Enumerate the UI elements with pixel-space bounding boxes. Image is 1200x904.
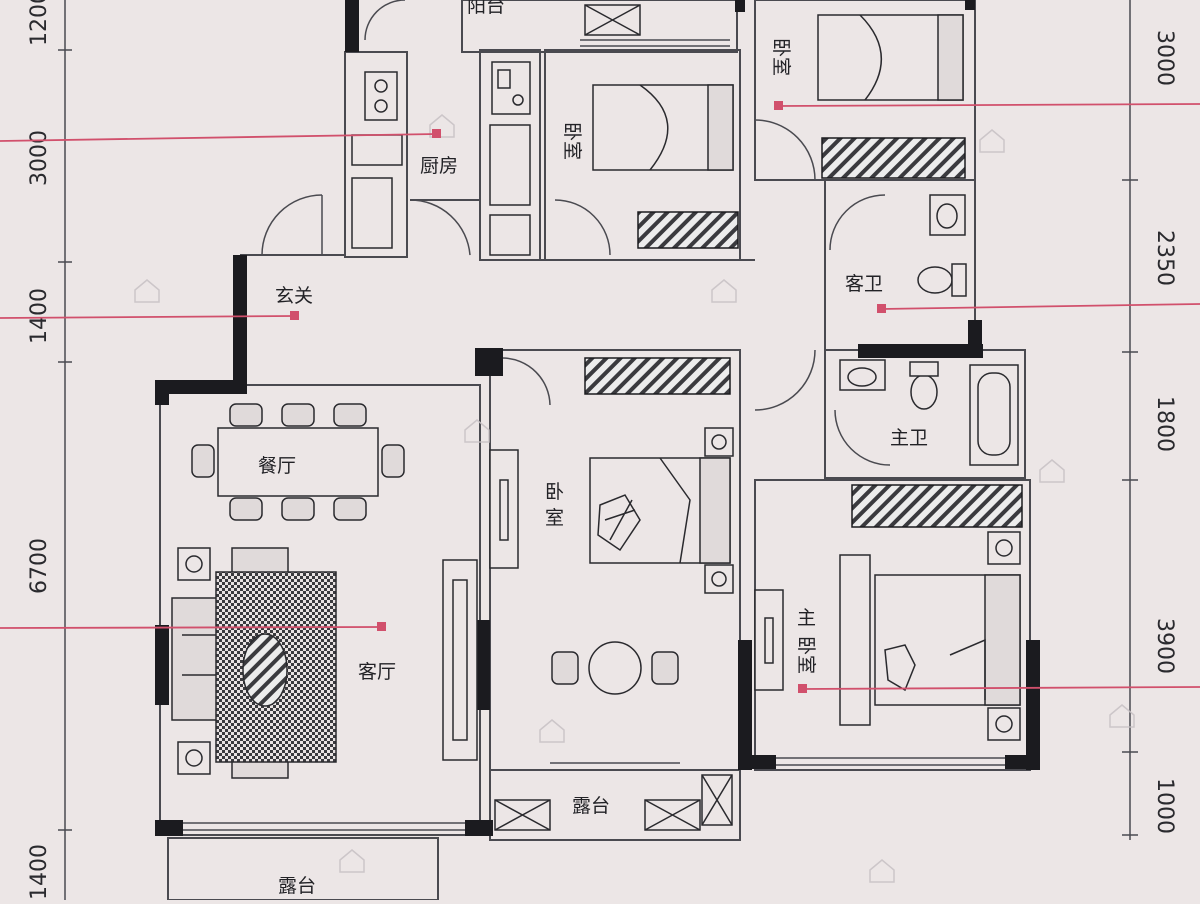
bed-pattern: [597, 494, 916, 692]
room-label-master-bed-2: 卧室: [795, 636, 817, 674]
toilet-icon: [909, 263, 967, 410]
bed-icon: [589, 14, 1021, 706]
round-table-icon: [588, 641, 642, 695]
coffee-table-icon: [242, 633, 288, 707]
right-dimension-labels: 3000 2350 1800 3900 1000: [1152, 30, 1177, 834]
dim-right-4: 3900: [1152, 618, 1177, 674]
nightstand-icon: [177, 427, 1021, 775]
right-dimension-line: [1122, 0, 1138, 840]
dim-left-2: 3000: [27, 130, 52, 186]
room-label-bedroom-northeast: 卧室: [770, 38, 792, 76]
dim-right-2: 2350: [1152, 230, 1177, 286]
bathtub-icon: [969, 364, 1019, 466]
tv-cabinet-icon: [442, 449, 871, 761]
room-label-balcony-top: 阳台: [467, 0, 505, 17]
room-label-master-bath: 主卫: [890, 427, 928, 449]
dim-left-1: 1200: [27, 0, 52, 46]
dim-right-1: 3000: [1152, 30, 1177, 86]
room-label-guest-bath: 客卫: [845, 273, 883, 295]
table-icon: [217, 427, 379, 497]
chair-icon: [191, 403, 679, 685]
sink-icon: [489, 61, 966, 391]
room-label-terrace-bottom: 露台: [278, 875, 316, 897]
windows: [183, 39, 1005, 831]
marker-lines: [0, 101, 1200, 693]
room-label-master-bed-1: 主: [797, 607, 816, 629]
room-label-terrace-center: 露台: [572, 795, 610, 817]
left-dimension-line: [58, 0, 72, 900]
door-swing-icon: [261, 0, 891, 466]
room-label-bedroom-north: 卧室: [561, 122, 583, 160]
stove-icon: [351, 71, 403, 249]
room-labels: 阳台 厨房 卧室 卧室 玄关 客卫 餐厅 卧 室 主卫 客厅 主 卧室 露台 露…: [258, 0, 928, 897]
room-label-bedroom-center-1: 卧: [545, 481, 564, 503]
dim-right-5: 1000: [1152, 778, 1177, 834]
room-label-living: 客厅: [358, 661, 396, 683]
watermark-icon: [134, 114, 1135, 883]
dim-right-3: 1800: [1152, 396, 1177, 452]
wall-outlines: [159, 0, 1031, 901]
room-label-dining: 餐厅: [258, 455, 296, 477]
thick-walls: [155, 0, 1040, 836]
dim-left-4: 6700: [27, 538, 52, 594]
room-label-bedroom-center-2: 室: [545, 507, 564, 529]
dim-left-5: 1400: [27, 844, 52, 900]
dim-left-3: 1400: [27, 288, 52, 344]
room-label-kitchen: 厨房: [420, 155, 458, 177]
room-label-foyer: 玄关: [275, 285, 313, 307]
balcony-storage-icon: [494, 4, 733, 831]
left-dimension-labels: 1200 3000 1400 6700 1400: [27, 0, 52, 900]
wardrobe-icon: [584, 137, 1023, 528]
